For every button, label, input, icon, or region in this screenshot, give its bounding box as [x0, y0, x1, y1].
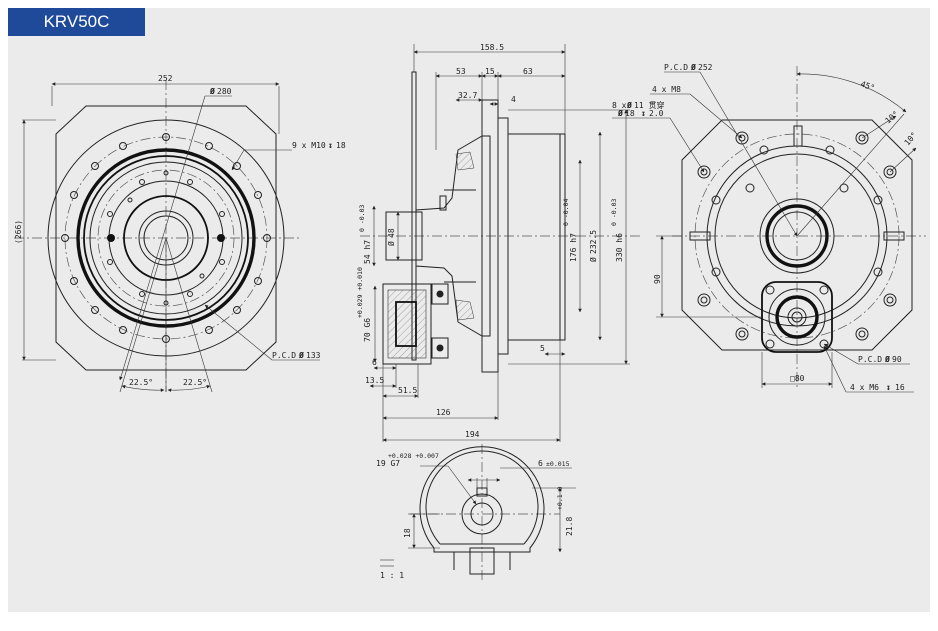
front-bolt-holes-label: 9 x M10	[292, 141, 326, 150]
rear-holes-18: 18	[625, 109, 635, 118]
side-bore-48: 48	[387, 228, 396, 238]
shaft-ratio: 1 : 1	[380, 571, 404, 580]
front-pcd-outer-symbol: Ø	[209, 86, 215, 96]
side-shaft-54: 54 h7	[363, 240, 372, 264]
rear-angle-10a: 10°	[884, 109, 901, 125]
shaft-dim-18: 18	[403, 528, 412, 538]
side-len-63: 63	[523, 67, 533, 76]
front-view: 252 (266) Ø 280 9 x M10 ↧ 18 P.C.D Ø 133…	[14, 74, 346, 393]
side-len-15: 15	[485, 67, 495, 76]
rear-m6-depth-symbol: ↧	[886, 383, 891, 392]
front-bolt-depth-label: 18	[336, 141, 346, 150]
side-dia-232: 232.5	[589, 230, 598, 254]
model-title: KRV50C	[43, 12, 110, 31]
shaft-key-depth: 21.8	[565, 517, 574, 536]
front-width-label: 252	[158, 74, 173, 83]
rear-depth-symbol: ↧	[641, 109, 646, 118]
rear-holes-m6: 4 x M6	[850, 383, 879, 392]
side-len-53: 53	[456, 67, 466, 76]
rear-angle-10b: 10°	[903, 130, 919, 147]
front-depth-symbol: ↧	[328, 141, 333, 150]
side-dia-176: 176 h7	[569, 233, 578, 262]
side-len-6: 6	[372, 358, 377, 367]
rear-holes-18-symbol: Ø	[617, 108, 623, 118]
shaft-key-tol: ±0.015	[546, 460, 570, 468]
rear-pcd-symbol: Ø	[690, 62, 696, 72]
shaft-bore-label: 19 G7	[376, 459, 400, 468]
front-pcd-inner-symbol: Ø	[298, 350, 304, 360]
side-len-5: 5	[540, 344, 545, 353]
shaft-key-width: 6	[538, 459, 543, 468]
rear-holes-m8: 4 x M8	[652, 85, 681, 94]
shaft-key-depth-tol: +0.1 0	[556, 486, 564, 510]
front-height-label: (266)	[14, 220, 23, 244]
rear-pcd-252: 252	[698, 63, 713, 72]
side-bore-symbol: Ø	[386, 241, 396, 246]
front-angle-right: 22.5°	[183, 378, 207, 387]
front-angle-left: 22.5°	[129, 378, 153, 387]
side-view: 158.5 53 15 63 32.7 4 Ø 48 54 h7 0 -0.03…	[356, 43, 640, 442]
side-dia-330-tol: 0 -0.03	[610, 199, 618, 226]
side-len-32-7: 32.7	[458, 91, 477, 100]
front-pcd-inner-value: 133	[306, 351, 321, 360]
rear-pcd-90: 90	[892, 355, 902, 364]
side-motor-70: 70 G6	[363, 318, 372, 342]
rear-holes-11-a: 8 x	[612, 101, 627, 110]
rear-pcd-label: P.C.D	[664, 63, 688, 72]
rear-pcd-90-symbol: Ø	[884, 354, 890, 364]
rear-pcd-90-label: P.C.D	[858, 355, 882, 364]
side-motor-70-tol: +0.029 +0.010	[356, 267, 364, 318]
side-len-51-5: 51.5	[398, 386, 417, 395]
rear-holes-11-b: 11 贯穿	[634, 100, 664, 110]
rear-holes-11-symbol: Ø	[626, 100, 632, 110]
side-dia-330: 330 h6	[615, 233, 624, 262]
side-shaft-54-tol: 0 -0.03	[358, 205, 366, 232]
rear-holes-m6-depth: 16	[895, 383, 905, 392]
rear-dim-90: 90	[653, 274, 662, 284]
front-pcd-inner-label: P.C.D	[272, 351, 296, 360]
rear-bolt-holes	[697, 131, 897, 341]
side-len-194: 194	[465, 430, 480, 439]
rear-angle-45: 45°	[859, 79, 876, 92]
side-total-length: 158.5	[480, 43, 504, 52]
side-dia-symbol: Ø	[588, 257, 598, 262]
front-pcd-outer-label: 280	[217, 87, 232, 96]
side-len-13-5: 13.5	[365, 376, 384, 385]
side-len-4: 4	[511, 95, 516, 104]
side-dia-176-tol: 0 -0.04	[562, 199, 570, 226]
title-tab: KRV50C	[8, 8, 145, 36]
rear-view: P.C.D Ø 252 4 x M8 8 x Ø 11 贯穿 Ø 18 ↧ 2.…	[612, 62, 926, 393]
shaft-bore-tol: +0.028 +0.007	[388, 452, 439, 460]
rear-holes-18-depth: 2.0	[649, 109, 664, 118]
side-len-126: 126	[436, 408, 451, 417]
shaft-detail: +0.028 +0.007 19 G7 6 ±0.015 21.8 +0.1 0…	[376, 444, 576, 582]
rear-square-80: □80	[790, 374, 805, 383]
